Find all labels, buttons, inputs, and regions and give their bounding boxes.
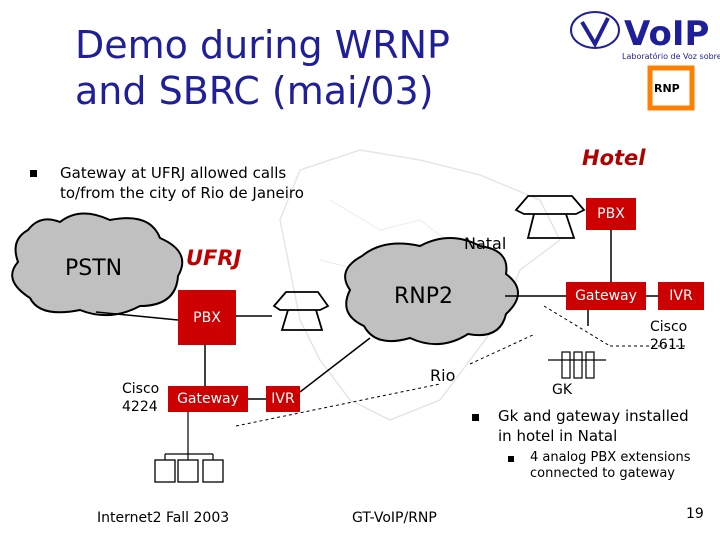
cisco-2611-line-2: 2611 — [650, 337, 686, 353]
rnp2-label: RNP2 — [394, 284, 454, 309]
voip-logo-text: VoIP — [624, 14, 710, 54]
hotel-pbx-box: PBX — [586, 198, 636, 230]
cisco-2611-line-1: Cisco — [650, 319, 688, 335]
ufrj-gateway-box: Gateway — [168, 386, 248, 412]
hotel-label: Hotel — [582, 146, 646, 170]
rnp-logo — [647, 65, 695, 111]
bullet-1: Gateway at UFRJ allowed calls to/from th… — [60, 163, 304, 203]
pstn-cloud — [11, 212, 184, 317]
hotel-gateway-box: Gateway — [566, 282, 646, 310]
bullet-1-line-1: Gateway at UFRJ allowed calls — [60, 164, 287, 182]
ufrj-phone-icon — [272, 291, 330, 331]
title-line-2: and SBRC (mai/03) — [75, 69, 434, 113]
cisco-4224-line-1: Cisco — [122, 381, 160, 397]
bullet-3: 4 analog PBX extensions connected to gat… — [530, 450, 690, 482]
ufrj-pbx-label: PBX — [193, 309, 221, 326]
bullet-3-marker — [508, 456, 514, 462]
gk-server-icon — [548, 351, 606, 379]
footer-center: GT-VoIP/RNP — [352, 510, 437, 526]
hotel-ivr-box: IVR — [658, 282, 704, 310]
hotel-phone-icon — [514, 195, 586, 239]
voip-logo — [570, 11, 620, 49]
bullet-3-line-2: connected to gateway — [530, 466, 675, 481]
ufrj-ivr-label: IVR — [271, 391, 295, 407]
bullet-1-marker — [30, 170, 37, 177]
title-line-1: Demo during WRNP — [75, 23, 450, 67]
bullet-2-line-1: Gk and gateway installed — [498, 407, 689, 425]
ufrj-pbx-box: PBX — [178, 290, 236, 345]
cisco-2611-label: Cisco 2611 — [650, 318, 687, 354]
gk-label: GK — [552, 382, 573, 398]
ufrj-ivr-box: IVR — [266, 386, 300, 412]
bullet-2: Gk and gateway installed in hotel in Nat… — [498, 406, 689, 446]
hotel-gateway-label: Gateway — [575, 288, 637, 304]
bullet-2-line-2: in hotel in Natal — [498, 427, 618, 445]
bullet-2-marker — [472, 414, 479, 421]
rio-label: Rio — [430, 366, 456, 385]
footer-left: Internet2 Fall 2003 — [97, 510, 230, 526]
cisco-4224-line-2: 4224 — [122, 399, 158, 415]
ufrj-label: UFRJ — [186, 246, 242, 270]
page-number: 19 — [686, 506, 704, 522]
slide-title: Demo during WRNP and SBRC (mai/03) — [75, 22, 555, 114]
natal-label: Natal — [464, 234, 507, 253]
ufrj-gateway-label: Gateway — [177, 391, 239, 407]
hotel-pbx-label: PBX — [597, 206, 625, 222]
cisco-4224-label: Cisco 4224 — [122, 380, 159, 416]
bullet-1-line-2: to/from the city of Rio de Janeiro — [60, 184, 304, 202]
pstn-label: PSTN — [65, 256, 123, 281]
brazil-map-outline — [279, 149, 561, 421]
bullet-3-line-1: 4 analog PBX extensions — [530, 450, 691, 465]
rnp2-cloud — [344, 237, 519, 345]
rnp-logo-text: RNP — [654, 82, 680, 95]
ufrj-extension-phones-icon — [154, 459, 224, 483]
hotel-ivr-label: IVR — [669, 288, 693, 304]
voip-logo-subtitle: Laboratório de Voz sobre IP — [622, 52, 720, 61]
